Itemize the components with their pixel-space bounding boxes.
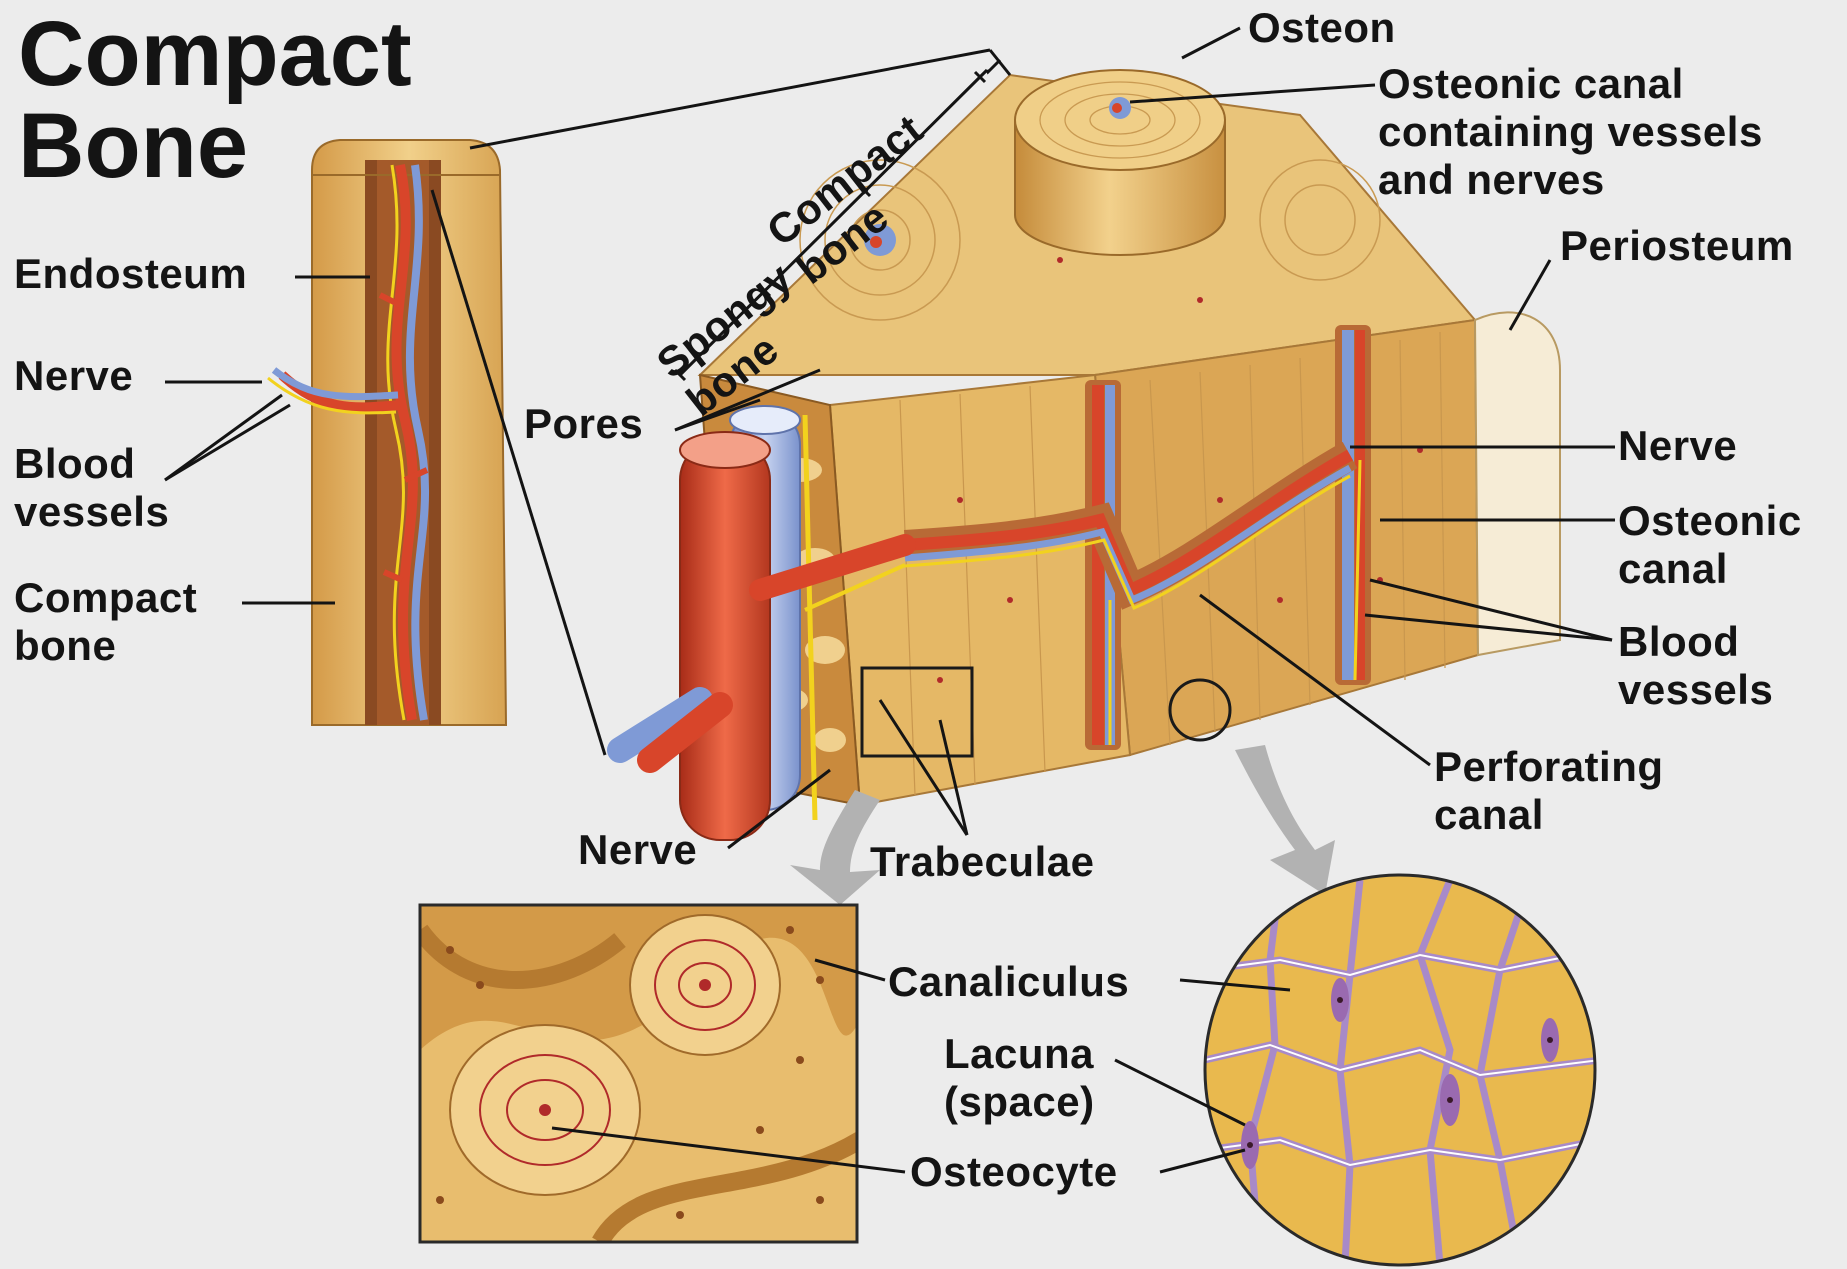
label-blood-vessels-right: Blood vessels [1618,618,1773,714]
label-osteonic-canal-top: Osteonic canal containing vessels and ne… [1378,60,1763,204]
label-osteon: Osteon [1248,4,1396,52]
lacuna-magnified-view [1205,875,1600,1265]
label-osteocyte: Osteocyte [910,1148,1118,1196]
osteocyte-inset [420,905,860,1242]
label-lacuna: Lacuna (space) [944,1030,1095,1126]
label-endosteum: Endosteum [14,250,247,298]
label-canaliculus: Canaliculus [888,958,1129,1006]
label-nerve-left: Nerve [14,352,133,400]
label-perforating-canal: Perforating canal [1434,743,1664,839]
label-osteonic-canal-right: Osteonic canal [1618,497,1802,593]
label-blood-vessels-left: Blood vessels [14,440,169,536]
label-pores: Pores [524,400,643,448]
long-bone-section [268,140,506,725]
label-nerve-right: Nerve [1618,422,1737,470]
label-nerve-bottom: Nerve [578,826,697,874]
label-periosteum: Periosteum [1560,222,1794,270]
label-trabeculae: Trabeculae [870,838,1094,886]
diagram-title: Compact Bone [18,8,412,192]
label-compact-bone-left: Compact bone [14,574,197,670]
